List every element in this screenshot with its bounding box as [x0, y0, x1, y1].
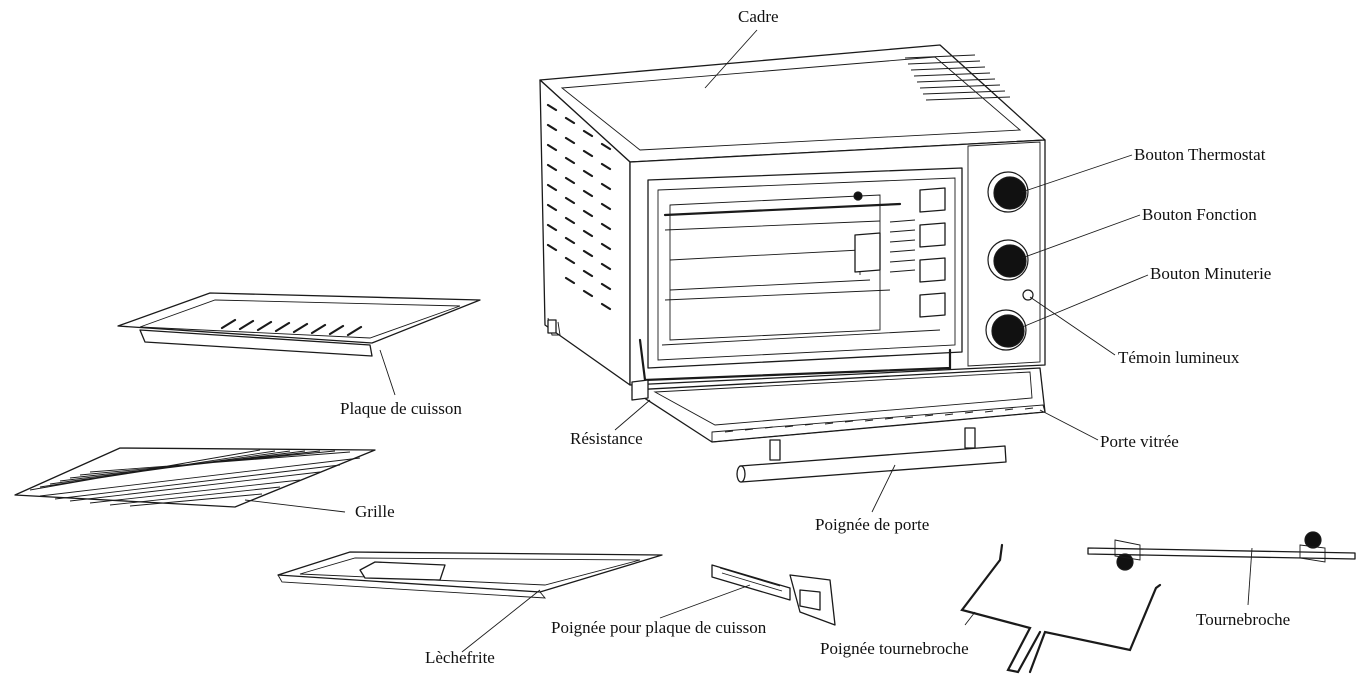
top-vent: [904, 54, 1011, 101]
drip-pan: [277, 551, 663, 599]
door-edge-holes: [711, 404, 1046, 443]
control-panel: [967, 141, 1041, 367]
side-vents: [546, 103, 612, 311]
function-knob: [987, 239, 1029, 281]
thermostat-knob: [987, 171, 1029, 213]
leader-lines: [244, 29, 1253, 653]
tray-handle: [711, 564, 836, 626]
label-tournebroche: Tournebroche: [1196, 610, 1290, 629]
label-poignee-plaque: Poignée pour plaque de cuisson: [551, 618, 767, 637]
fan-grill: [889, 219, 916, 273]
label-bouton-minuterie: Bouton Minuterie: [1150, 264, 1271, 283]
label-lechefrite: Lèchefrite: [425, 648, 495, 667]
baking-tray: [117, 292, 481, 357]
label-temoin-lumineux: Témoin lumineux: [1118, 348, 1240, 367]
label-bouton-thermostat: Bouton Thermostat: [1134, 145, 1266, 164]
label-porte-vitree: Porte vitrée: [1100, 432, 1179, 451]
wire-rack: [14, 447, 376, 508]
label-bouton-fonction: Bouton Fonction: [1142, 205, 1257, 224]
label-cadre: Cadre: [738, 7, 779, 26]
label-plaque-de-cuisson: Plaque de cuisson: [340, 399, 462, 418]
oven-illustration: [539, 44, 1046, 483]
label-poignee-de-porte: Poignée de porte: [815, 515, 929, 534]
oven-cavity: [647, 167, 963, 369]
labels: Cadre Bouton Thermostat Bouton Fonction …: [340, 7, 1290, 667]
rotisserie-handle: [960, 543, 1162, 674]
label-grille: Grille: [355, 502, 395, 521]
label-poignee-tournebroche: Poignée tournebroche: [820, 639, 969, 658]
rotisserie-spit: [1087, 531, 1356, 571]
label-resistance: Résistance: [570, 429, 643, 448]
timer-knob: [985, 309, 1027, 351]
heating-element: [638, 338, 952, 382]
door-handle: [736, 427, 1007, 483]
